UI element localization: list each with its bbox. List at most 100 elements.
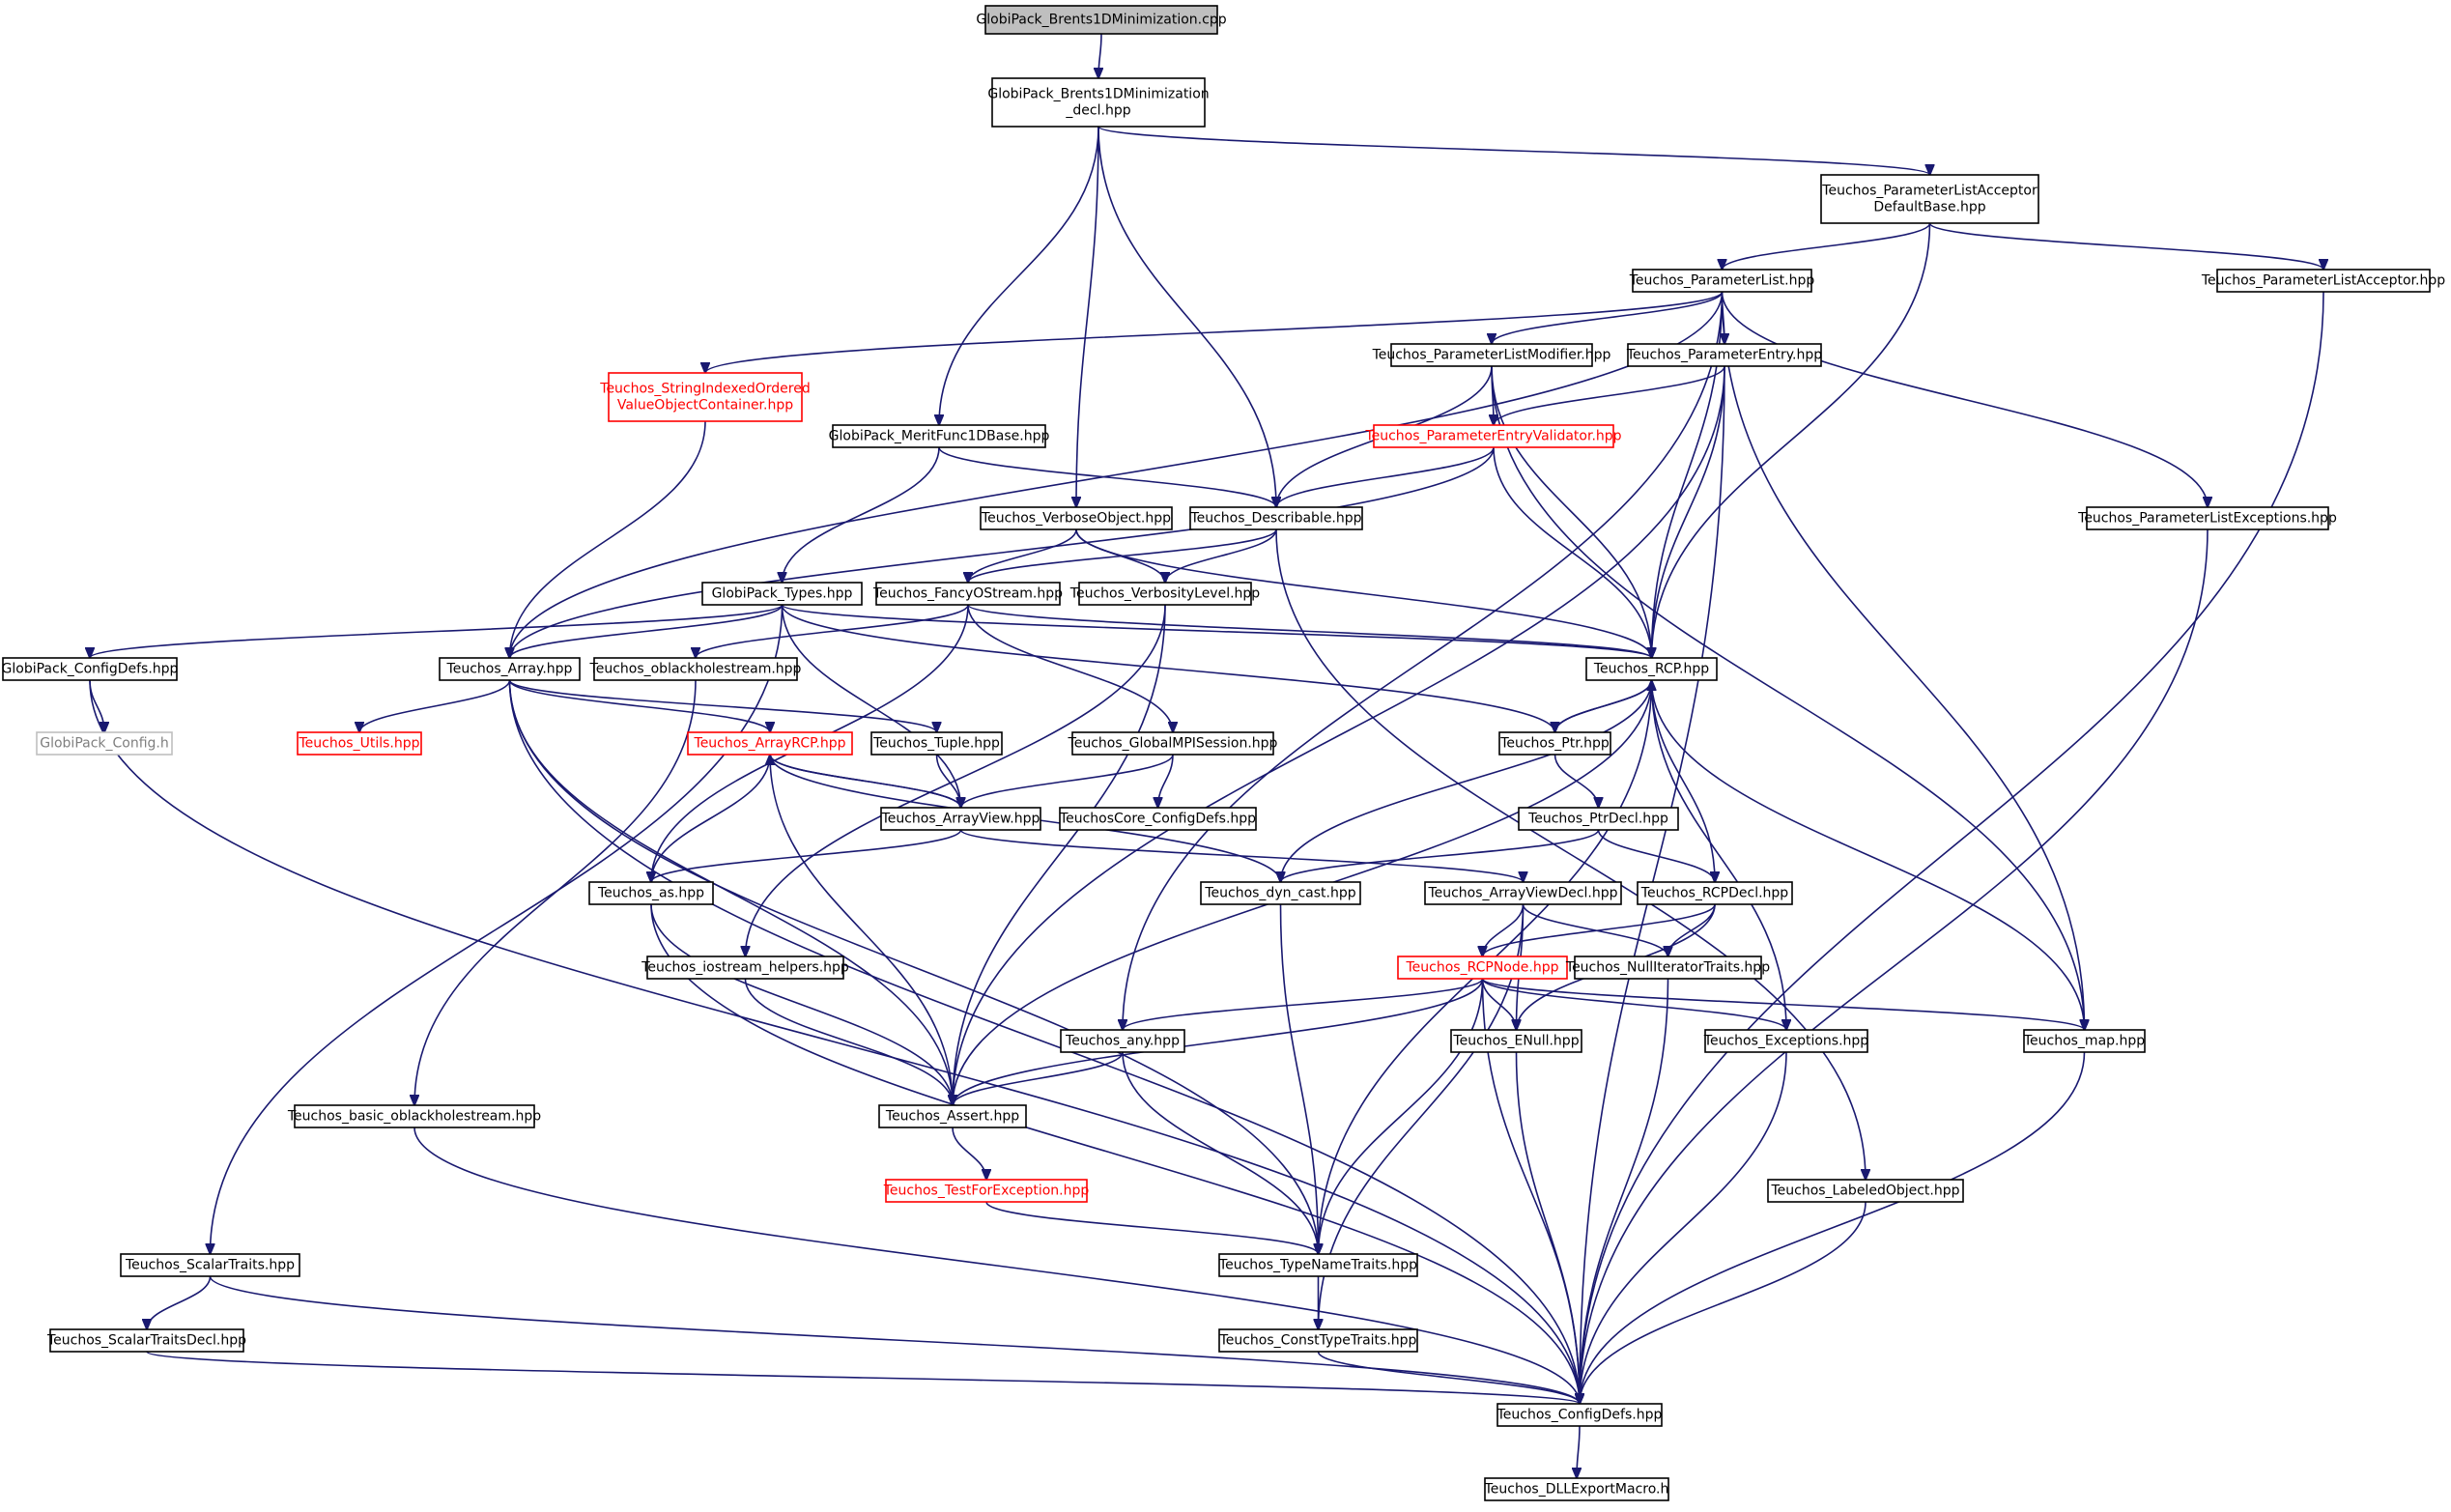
node-ple[interactable]: Teuchos_ParameterListExceptions.hpp bbox=[2077, 506, 2337, 530]
node-box-utils[interactable] bbox=[297, 731, 422, 756]
node-vl[interactable]: Teuchos_VerbosityLevel.hpp bbox=[1069, 582, 1261, 606]
node-box-decl[interactable] bbox=[991, 77, 1206, 128]
node-box-arr[interactable] bbox=[439, 657, 581, 681]
node-labeled[interactable]: Teuchos_LabeledObject.hpp bbox=[1767, 1179, 1964, 1203]
node-box-enull[interactable] bbox=[1450, 1029, 1582, 1053]
node-nit[interactable]: Teuchos_NullIteratorTraits.hpp bbox=[1565, 956, 1770, 980]
node-box-gconf[interactable] bbox=[36, 731, 173, 756]
node-plad[interactable]: Teuchos_ParameterListAcceptorDefaultBase… bbox=[1820, 174, 2039, 224]
node-tuple[interactable]: Teuchos_Tuple.hpp bbox=[870, 731, 1003, 756]
node-ptr[interactable]: Teuchos_Ptr.hpp bbox=[1498, 731, 1611, 756]
node-box-map[interactable] bbox=[2023, 1029, 2146, 1053]
node-box-tcd[interactable] bbox=[1496, 1403, 1663, 1427]
node-box-tfe[interactable] bbox=[885, 1179, 1088, 1203]
node-box-ptrdecl[interactable] bbox=[1518, 807, 1679, 831]
node-box-pe[interactable] bbox=[1627, 343, 1822, 367]
node-box-mf[interactable] bbox=[832, 424, 1046, 448]
node-gtypes[interactable]: GlobiPack_Types.hpp bbox=[701, 582, 863, 606]
node-box-root[interactable] bbox=[984, 5, 1218, 35]
node-fos[interactable]: Teuchos_FancyOStream.hpp bbox=[872, 582, 1063, 606]
node-box-ioh[interactable] bbox=[646, 956, 844, 980]
node-exc[interactable]: Teuchos_Exceptions.hpp bbox=[1703, 1029, 1868, 1053]
node-st[interactable]: Teuchos_ScalarTraits.hpp bbox=[120, 1253, 300, 1277]
node-ioh[interactable]: Teuchos_iostream_helpers.hpp bbox=[641, 956, 849, 980]
node-box-nit[interactable] bbox=[1574, 956, 1762, 980]
node-box-exc[interactable] bbox=[1704, 1029, 1868, 1053]
node-tcd[interactable]: Teuchos_ConfigDefs.hpp bbox=[1496, 1403, 1663, 1427]
node-box-dll[interactable] bbox=[1484, 1477, 1669, 1501]
node-box-desc[interactable] bbox=[1189, 506, 1363, 530]
node-rcpnode[interactable]: Teuchos_RCPNode.hpp bbox=[1397, 956, 1568, 980]
node-box-ptr[interactable] bbox=[1498, 731, 1611, 756]
node-box-pla[interactable] bbox=[2216, 269, 2431, 293]
node-root[interactable]: GlobiPack_Brents1DMinimization.cpp bbox=[976, 5, 1227, 35]
node-any[interactable]: Teuchos_any.hpp bbox=[1060, 1029, 1185, 1053]
node-vo[interactable]: Teuchos_VerboseObject.hpp bbox=[980, 506, 1173, 530]
node-rcp[interactable]: Teuchos_RCP.hpp bbox=[1585, 657, 1718, 681]
node-pe[interactable]: Teuchos_ParameterEntry.hpp bbox=[1626, 343, 1822, 367]
node-obh[interactable]: Teuchos_oblackholestream.hpp bbox=[589, 657, 802, 681]
node-avd[interactable]: Teuchos_ArrayViewDecl.hpp bbox=[1424, 881, 1622, 905]
node-box-tccd[interactable] bbox=[1059, 807, 1257, 831]
node-enull[interactable]: Teuchos_ENull.hpp bbox=[1450, 1029, 1582, 1053]
node-box-rcpnode[interactable] bbox=[1397, 956, 1568, 980]
node-ptrdecl[interactable]: Teuchos_PtrDecl.hpp bbox=[1518, 807, 1679, 831]
node-pev[interactable]: Teuchos_ParameterEntryValidator.hpp bbox=[1364, 424, 1622, 448]
node-box-ctt[interactable] bbox=[1218, 1328, 1418, 1353]
node-box-any[interactable] bbox=[1060, 1029, 1185, 1053]
node-box-tnt[interactable] bbox=[1218, 1253, 1418, 1277]
node-box-labeled[interactable] bbox=[1767, 1179, 1964, 1203]
node-map[interactable]: Teuchos_map.hpp bbox=[2023, 1029, 2146, 1053]
node-assert[interactable]: Teuchos_Assert.hpp bbox=[878, 1104, 1027, 1128]
node-av[interactable]: Teuchos_ArrayView.hpp bbox=[880, 807, 1041, 831]
node-box-ple[interactable] bbox=[2086, 506, 2329, 530]
node-box-dyn[interactable] bbox=[1200, 881, 1361, 905]
node-box-tuple[interactable] bbox=[870, 731, 1003, 756]
node-box-gtypes[interactable] bbox=[701, 582, 863, 606]
node-utils[interactable]: Teuchos_Utils.hpp bbox=[297, 731, 422, 756]
node-as[interactable]: Teuchos_as.hpp bbox=[588, 881, 714, 905]
node-box-vl[interactable] bbox=[1078, 582, 1252, 606]
node-dyn[interactable]: Teuchos_dyn_cast.hpp bbox=[1200, 881, 1361, 905]
node-box-plad[interactable] bbox=[1820, 174, 2039, 224]
node-box-st[interactable] bbox=[120, 1253, 300, 1277]
node-dll[interactable]: Teuchos_DLLExportMacro.h bbox=[1484, 1477, 1669, 1501]
node-pl[interactable]: Teuchos_ParameterList.hpp bbox=[1629, 269, 1815, 293]
node-gcd[interactable]: GlobiPack_ConfigDefs.hpp bbox=[2, 657, 179, 681]
node-sio[interactable]: Teuchos_StringIndexedOrderedValueObjectC… bbox=[599, 372, 811, 422]
node-arr[interactable]: Teuchos_Array.hpp bbox=[439, 657, 581, 681]
node-box-arcp[interactable] bbox=[687, 731, 853, 756]
node-box-fos[interactable] bbox=[875, 582, 1061, 606]
node-box-plm[interactable] bbox=[1390, 343, 1593, 367]
node-box-rcp[interactable] bbox=[1585, 657, 1718, 681]
node-box-bobh[interactable] bbox=[294, 1104, 535, 1128]
node-gconf[interactable]: GlobiPack_Config.h bbox=[36, 731, 173, 756]
node-box-gmpi[interactable] bbox=[1071, 731, 1274, 756]
node-rcpdecl[interactable]: Teuchos_RCPDecl.hpp bbox=[1637, 881, 1793, 905]
node-box-assert[interactable] bbox=[878, 1104, 1027, 1128]
node-ctt[interactable]: Teuchos_ConstTypeTraits.hpp bbox=[1218, 1328, 1418, 1353]
node-box-pev[interactable] bbox=[1373, 424, 1614, 448]
node-box-vo[interactable] bbox=[980, 506, 1173, 530]
node-tnt[interactable]: Teuchos_TypeNameTraits.hpp bbox=[1218, 1253, 1418, 1277]
node-mf[interactable]: GlobiPack_MeritFunc1DBase.hpp bbox=[829, 424, 1050, 448]
node-tfe[interactable]: Teuchos_TestForException.hpp bbox=[883, 1179, 1090, 1203]
node-box-pl[interactable] bbox=[1632, 269, 1812, 293]
node-box-as[interactable] bbox=[588, 881, 714, 905]
node-plm[interactable]: Teuchos_ParameterListModifier.hpp bbox=[1372, 343, 1611, 367]
node-box-avd[interactable] bbox=[1424, 881, 1622, 905]
node-pla[interactable]: Teuchos_ParameterListAcceptor.hpp bbox=[2201, 269, 2445, 293]
node-decl[interactable]: GlobiPack_Brents1DMinimization_decl.hpp bbox=[987, 77, 1210, 128]
node-desc[interactable]: Teuchos_Describable.hpp bbox=[1189, 506, 1363, 530]
node-box-std[interactable] bbox=[49, 1328, 244, 1353]
node-bobh[interactable]: Teuchos_basic_oblackholestream.hpp bbox=[287, 1104, 541, 1128]
node-box-sio[interactable] bbox=[608, 372, 803, 422]
node-tccd[interactable]: TeuchosCore_ConfigDefs.hpp bbox=[1059, 807, 1257, 831]
node-arcp[interactable]: Teuchos_ArrayRCP.hpp bbox=[687, 731, 853, 756]
node-std[interactable]: Teuchos_ScalarTraitsDecl.hpp bbox=[46, 1328, 246, 1353]
node-box-av[interactable] bbox=[880, 807, 1041, 831]
node-box-gcd[interactable] bbox=[2, 657, 178, 681]
node-box-obh[interactable] bbox=[593, 657, 798, 681]
node-box-rcpdecl[interactable] bbox=[1637, 881, 1793, 905]
node-gmpi[interactable]: Teuchos_GlobalMPISession.hpp bbox=[1068, 731, 1278, 756]
